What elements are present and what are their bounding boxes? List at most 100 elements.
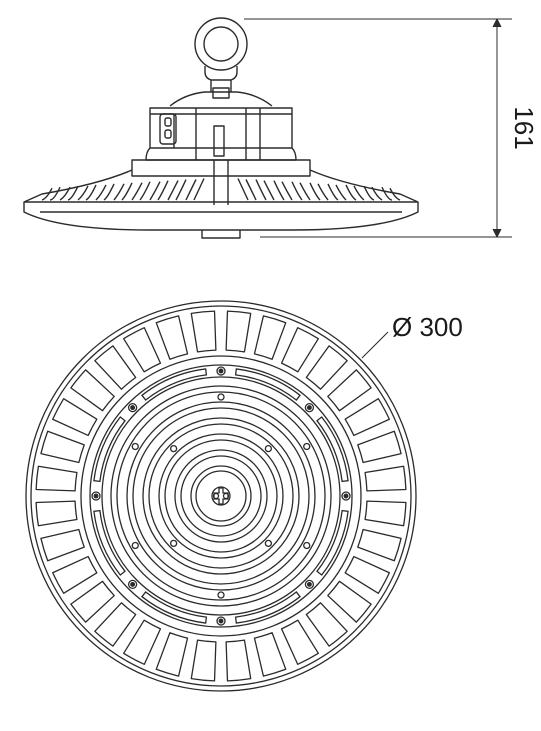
screw [304,402,315,413]
base-rim [23,202,419,239]
screw [341,491,351,501]
fin-slot [190,310,217,353]
heat-sink-fin [237,178,257,201]
fin-slot [327,369,372,412]
heat-sink-fin [273,180,293,201]
fin-slot [305,345,348,390]
mounting-ring-segment [234,368,301,401]
lens-fixing-point [131,442,139,451]
fin-slot-ring [35,310,407,682]
fin-slot [70,369,115,412]
heat-sink-fin [95,183,115,201]
fin-slot [52,398,98,437]
lens-fixing-point [303,541,311,550]
mounting-ring-segment [141,368,208,401]
fin-slot [155,315,189,360]
fin-slot [190,639,217,682]
height-dimension-label: 161 [509,106,539,149]
fin-slot [327,580,372,623]
heat-sink-fin [185,178,205,201]
fin-slot [123,327,162,373]
outer-rim-ring [25,300,417,692]
lens-fixing-point [169,539,178,548]
heat-sink-fin [327,183,347,201]
screw-center [93,493,99,499]
heat-sink-fin [381,186,401,201]
fin-slot [253,632,287,677]
mounting-screws [91,366,351,626]
heat-sink-outline [23,169,419,203]
screw-center [130,581,136,587]
hanging-ring [194,17,248,92]
mounting-ring-segment [93,416,126,483]
lens-fixing-point [303,442,311,451]
mounting-ring-inner [101,376,341,616]
heat-sink-fin [291,181,311,201]
fin-slot [52,555,98,594]
fin-slot [40,430,85,464]
mounting-ring-segment [316,509,349,576]
mounting-ring-segment [234,591,301,624]
heat-sink-fin [113,182,133,201]
screw [91,491,101,501]
fin-slot [280,619,319,665]
mounting-ring-segment [93,509,126,576]
lens-fixing-points [131,393,311,599]
heat-sink-fin [41,186,61,201]
fin-slot [225,639,252,682]
lens-fixing-point [264,539,273,548]
side-elevation-view [23,17,512,239]
heat-sink-fin [149,180,169,201]
screw-center [218,618,224,624]
fin-slot [344,555,390,594]
fin-slot [123,619,162,665]
lens-fixing-point [169,444,178,453]
heat-sink-fin [255,179,275,201]
top-cap [169,87,273,107]
fin-slot [40,528,85,562]
fin-slot [225,310,252,353]
screw [304,579,315,590]
heat-sink-fin [131,181,151,201]
mounting-ring-segment [316,416,349,483]
lens-rings [110,385,332,607]
heat-sink-fin [77,184,97,201]
heat-sink-fins [41,178,401,201]
fin-slot [94,345,137,390]
screw-center [130,405,136,411]
mounting-ring-segment [141,591,208,624]
screw [216,366,226,376]
fin-slot [364,500,407,527]
driver-housing [145,107,297,161]
diameter-dimension-label: Ø 300 [392,312,463,342]
slot-inner-ring [80,355,362,637]
screw [127,579,138,590]
heat-sink-fin [345,184,365,201]
screw-center [306,581,312,587]
height-dimension [244,18,512,238]
mounting-ring-outer [89,364,353,628]
lens-fixing-point [217,591,225,599]
fin-slot [35,500,78,527]
screw-center [306,405,312,411]
bottom-plan-view [25,300,417,692]
center-sensor [211,486,231,506]
screw-center [218,368,224,374]
diameter-leader-line [361,331,389,359]
lens-fixing-point [217,393,225,401]
fin-slot [280,327,319,373]
lens-fixing-point [131,541,139,550]
fin-slot [253,315,287,360]
heat-sink-fin [167,179,187,201]
fin-slot [357,430,402,464]
mounting-ring-segments [93,368,349,624]
screw [216,616,226,626]
heat-sink-fin [309,182,329,201]
fin-slot [35,465,78,492]
fin-slot [305,602,348,647]
fin-slot [70,580,115,623]
outer-rim-inner-ring [30,305,412,687]
fin-slot [155,632,189,677]
fin-slot [364,465,407,492]
